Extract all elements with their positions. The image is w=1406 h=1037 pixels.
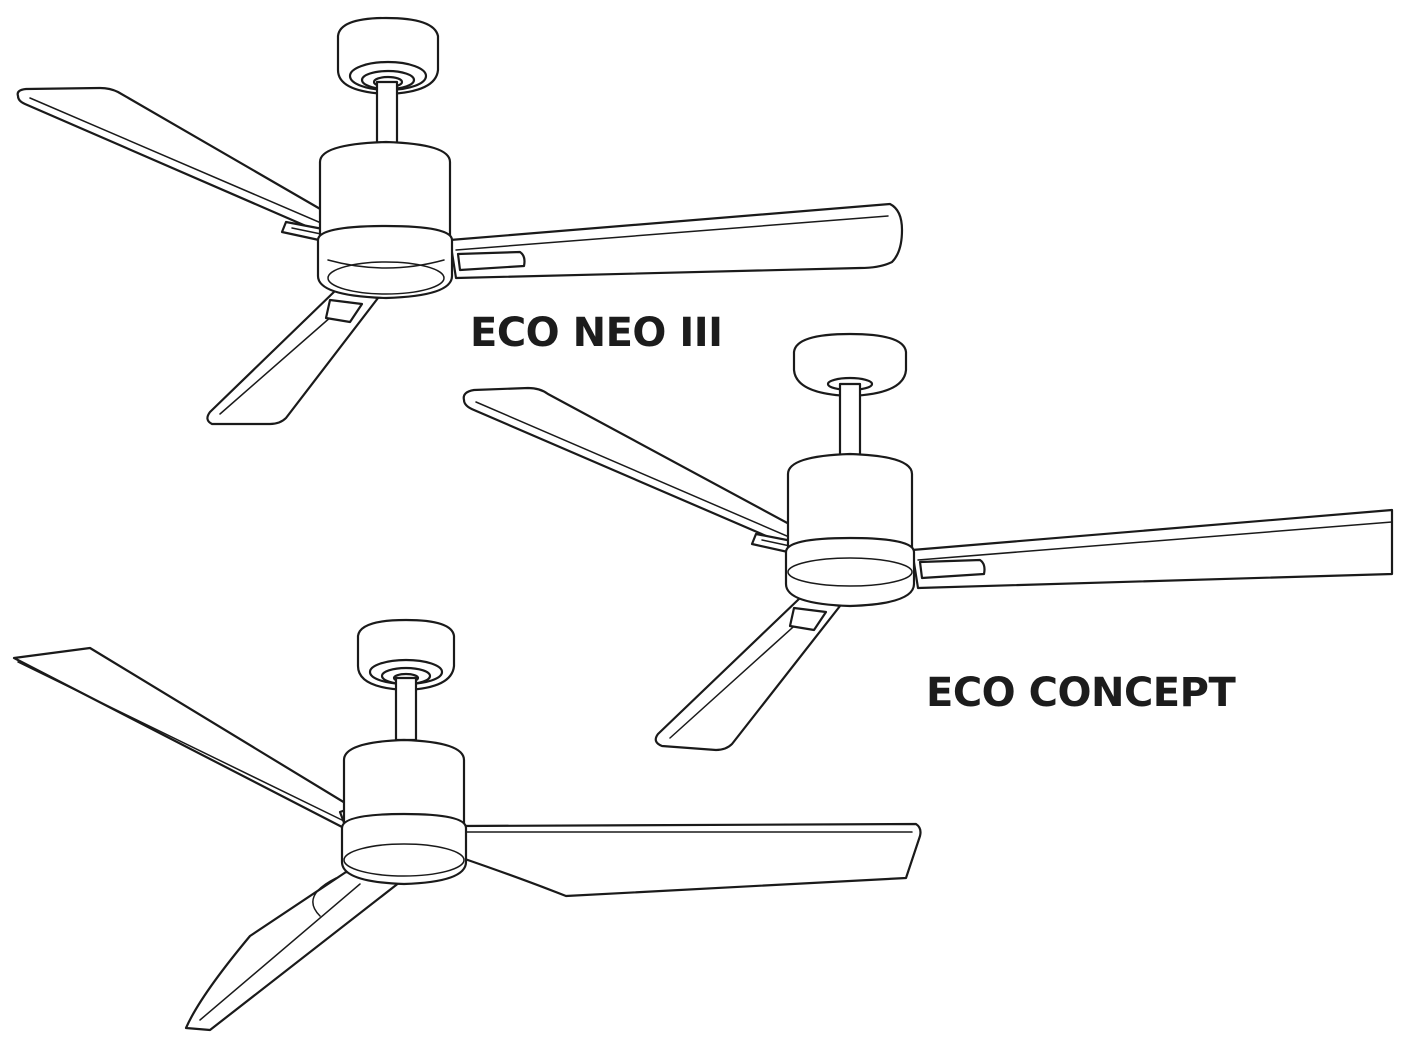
downrod [394,676,418,742]
fan-eco-concept [462,332,1394,752]
fan-blade-right [448,202,904,280]
fan-blade-bottom [184,870,402,1032]
downrod [838,382,862,458]
fan-blade-bottom [206,288,380,426]
product-label-eco-neo-iii: ECO NEO III [470,310,723,356]
downrod [375,80,399,146]
motor-housing [342,738,466,832]
fan-blade-right [910,508,1394,590]
fan-eco-neo-iii [16,16,904,426]
fan-blade-right [458,822,922,898]
fan-blade-left [462,386,832,562]
fan-blade-left [12,646,362,830]
fan-unlabeled [12,618,922,1032]
fan-blade-bottom [654,596,842,752]
ceiling-canopy [792,332,908,398]
motor-housing [318,140,452,248]
product-label-eco-concept: ECO CONCEPT [926,670,1236,716]
motor-housing [786,452,914,558]
